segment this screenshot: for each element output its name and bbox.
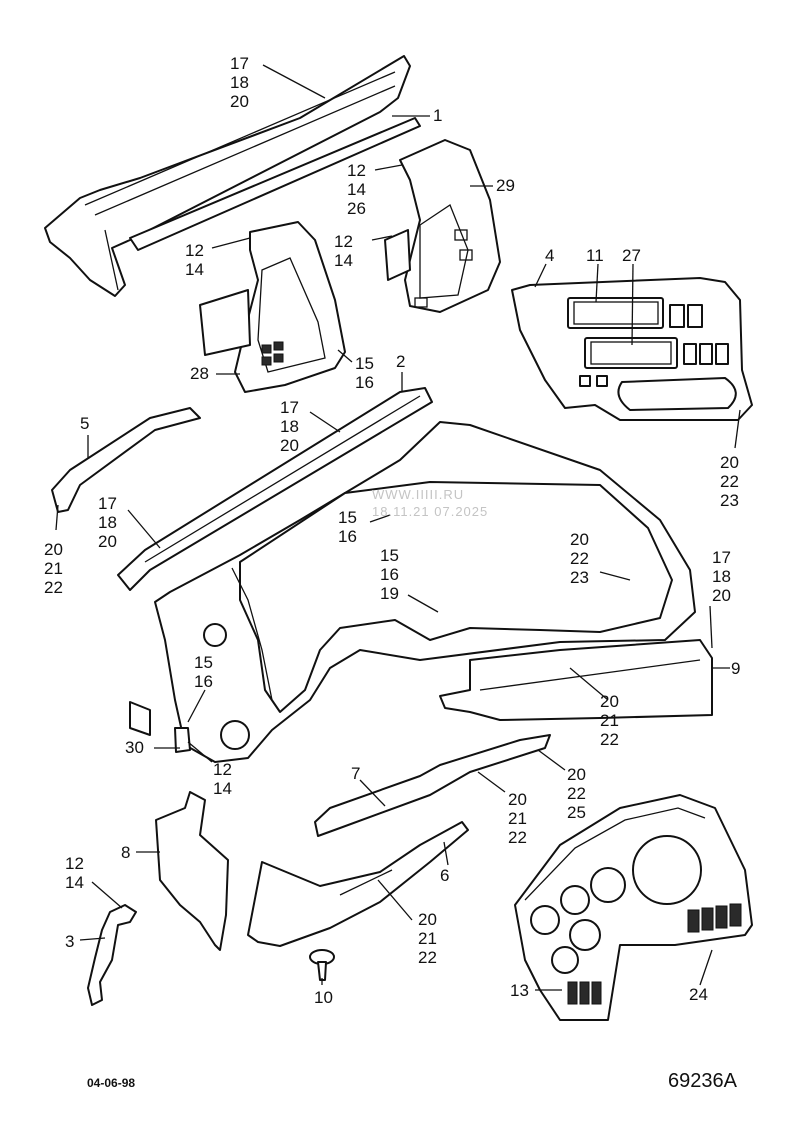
callout-15-16-top: 15 16	[355, 354, 374, 392]
callout-12-14-left: 12 14	[185, 241, 204, 279]
callout-12-14-right: 12 14	[334, 232, 353, 270]
callout-27: 27	[622, 246, 641, 265]
callout-17-18-20-strip: 17 18 20	[280, 398, 299, 455]
part-9-lower-trim	[439, 639, 713, 721]
callout-5: 5	[80, 414, 90, 433]
callout-20-21-22-mid: 20 21 22	[508, 790, 527, 847]
callout-20-22-23-right: 20 22 23	[720, 453, 739, 510]
callout-15-16-19: 15 16 19	[380, 546, 399, 603]
part-4-switch-panel	[511, 277, 753, 421]
callout-17-18-20-top: 17 18 20	[230, 54, 249, 111]
drawing-number: 69236A	[668, 1070, 737, 1092]
callout-20-22-23-center: 20 22 23	[570, 530, 589, 587]
callout-28: 28	[190, 364, 209, 383]
callout-13: 13	[510, 981, 529, 1000]
callout-24: 24	[689, 985, 708, 1004]
callout-2: 2	[396, 352, 406, 371]
callout-10: 10	[314, 988, 333, 1007]
callout-12-14-bracket: 12 14	[213, 760, 232, 798]
part-29-side-panel	[384, 139, 501, 313]
callout-17-18-20-left: 17 18 20	[98, 494, 117, 551]
callout-6: 6	[440, 866, 450, 885]
leader-lines	[55, 64, 741, 991]
callout-7: 7	[351, 764, 361, 783]
callout-8: 8	[121, 843, 131, 862]
callout-20-21-22-trim: 20 21 22	[600, 692, 619, 749]
part-1-upper-trim	[44, 55, 421, 297]
watermark-line-1: WWW.IIIII.RU	[372, 487, 465, 502]
callout-12-14-lower-left: 12 14	[65, 854, 84, 892]
part-30-bracket	[129, 701, 191, 753]
part-28-side-panel	[199, 221, 346, 393]
part-5-trim-strip	[51, 407, 201, 513]
callout-15-16-center: 15 16	[338, 508, 357, 546]
callout-11: 11	[586, 246, 604, 265]
footer-date: 04-06-98	[87, 1076, 136, 1090]
part-10-screw	[309, 949, 335, 981]
part-6-panel	[247, 821, 469, 947]
part-7-trim	[314, 734, 551, 837]
main-dashboard-housing	[154, 421, 696, 763]
callout-4: 4	[545, 246, 555, 265]
callout-9: 9	[731, 659, 741, 678]
callout-15-16-lower: 15 16	[194, 653, 213, 691]
callout-29: 29	[496, 176, 515, 195]
part-13-instrument-cluster	[514, 794, 753, 1021]
part-2-trim-strip	[117, 387, 433, 591]
callout-1: 1	[433, 106, 443, 125]
callout-3: 3	[65, 932, 75, 951]
callout-17-18-20-right: 17 18 20	[712, 548, 731, 605]
watermark-line-2: 18.11.21 07.2025	[372, 504, 489, 519]
callout-20-21-22-left: 20 21 22	[44, 540, 63, 597]
callout-12-14-26: 12 14 26	[347, 161, 366, 218]
callout-30: 30	[125, 738, 144, 757]
callout-20-21-22-bottom: 20 21 22	[418, 910, 437, 967]
callout-20-22-25: 20 22 25	[567, 765, 586, 822]
part-8-bracket	[155, 791, 229, 951]
part-3-bracket	[87, 904, 137, 1006]
